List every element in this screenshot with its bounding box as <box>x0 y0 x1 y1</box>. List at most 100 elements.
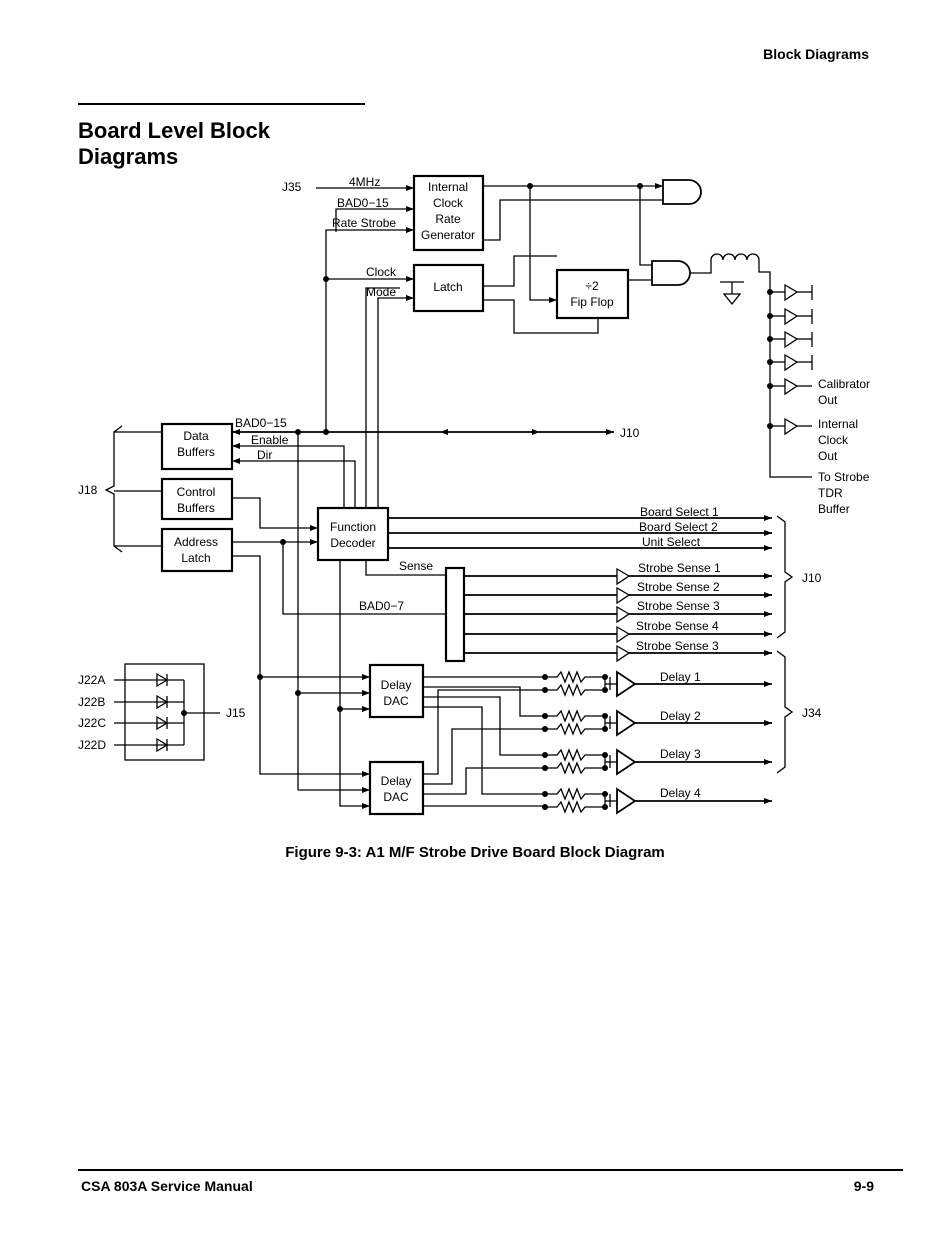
icg-label-2: Clock <box>433 196 464 210</box>
strobe-sense-1-label: Strobe Sense 1 <box>638 561 721 575</box>
resistor <box>545 683 605 697</box>
delay-3-label: Delay 3 <box>660 747 701 761</box>
header-rule <box>78 103 365 105</box>
bad015-mid-label: BAD0−15 <box>235 416 287 430</box>
delay-4-label: Delay 4 <box>660 786 701 800</box>
icg-label-1: Internal <box>428 180 468 194</box>
junction-dot <box>542 765 548 771</box>
arrowhead <box>764 759 772 765</box>
section-title: Board Level Block Diagrams <box>78 118 270 169</box>
clock-section: J35 4MHz BAD0−15 Rate Strobe Internal Cl… <box>282 174 870 516</box>
j22a-label: J22A <box>78 673 105 687</box>
footer-rule <box>78 1169 903 1171</box>
j22b-label: J22B <box>78 695 105 709</box>
clock-label: Clock <box>366 265 397 279</box>
resistor <box>545 709 605 723</box>
calibrator-label-2: Out <box>818 393 838 407</box>
delay-dac-2-label-1: Delay <box>381 774 412 788</box>
4mhz-label: 4MHz <box>349 175 380 189</box>
figure-caption: Figure 9-3: A1 M/F Strobe Drive Board Bl… <box>285 844 665 861</box>
dir-label: Dir <box>257 448 272 462</box>
delay-dac-1-label-1: Delay <box>381 678 412 692</box>
resistor <box>545 722 605 736</box>
delay-dac-2-block <box>368 760 425 816</box>
icg-label-4: Generator <box>421 228 475 242</box>
resistor-networks <box>542 670 772 815</box>
j15-label: J15 <box>226 706 246 720</box>
delay-amplifier <box>616 748 637 776</box>
strobe-sense-lines <box>464 567 772 663</box>
calibrator-label-1: Calibrator <box>818 377 870 391</box>
arrowhead <box>764 681 772 687</box>
address-latch-block <box>160 527 234 573</box>
strobe-sense-2-label: Strobe Sense 2 <box>637 580 720 594</box>
junction-dot <box>542 713 548 719</box>
data-buffers-block <box>160 422 234 471</box>
j18-label: J18 <box>78 483 98 497</box>
resistor <box>545 787 605 801</box>
unit-select-label: Unit Select <box>642 535 701 549</box>
function-decoder-block <box>316 506 390 562</box>
mode-label: Mode <box>366 285 396 299</box>
resistor <box>545 761 605 775</box>
latch-block <box>412 263 485 313</box>
latch-label: Latch <box>433 280 462 294</box>
resistor <box>545 670 605 684</box>
footer-page-number: 9-9 <box>853 1178 874 1194</box>
address-latch-label-2: Latch <box>181 551 210 565</box>
junction-dot <box>542 674 548 680</box>
delay-1-label: Delay 1 <box>660 670 701 684</box>
decoder-label-2: Decoder <box>330 536 375 550</box>
bad07-label: BAD0−7 <box>359 599 404 613</box>
j34-label: J34 <box>802 706 822 720</box>
sense-label: Sense <box>399 559 433 573</box>
bad015-top-label: BAD0−15 <box>337 196 389 210</box>
data-buffers-label-1: Data <box>183 429 209 443</box>
delay-amplifier <box>616 709 637 737</box>
board-select-2-label: Board Select 2 <box>639 520 718 534</box>
delay-amplifier <box>616 787 637 815</box>
strobe-sense-5-label: Strobe Sense 3 <box>636 639 719 653</box>
flipflop-label-1: ÷2 <box>585 279 599 293</box>
j22d-label: J22D <box>78 738 106 752</box>
junction-dot <box>542 726 548 732</box>
rate-strobe-label: Rate Strobe <box>332 216 396 230</box>
junction-dot <box>542 791 548 797</box>
running-header: Block Diagrams <box>763 46 869 62</box>
icg-label-3: Rate <box>435 212 461 226</box>
strobe-sense-4-label: Strobe Sense 4 <box>636 619 719 633</box>
j22c-label: J22C <box>78 716 106 730</box>
junction-dot <box>542 752 548 758</box>
resistor <box>545 748 605 762</box>
internal-clock-block <box>412 174 485 252</box>
delay-dac-1-label-2: DAC <box>383 694 409 708</box>
internal-clock-out-3: Out <box>818 449 838 463</box>
resistor <box>545 800 605 814</box>
strobe-sense-register <box>444 566 466 663</box>
data-buffers-label-2: Buffers <box>177 445 215 459</box>
j35-label: J35 <box>282 180 302 194</box>
decoder-label-1: Function <box>330 520 376 534</box>
board-select-1-label: Board Select 1 <box>640 505 719 519</box>
address-latch-label-1: Address <box>174 535 218 549</box>
strobe-tdr-label-3: Buffer <box>818 502 850 516</box>
output-buffers <box>767 283 813 436</box>
control-buffers-label-2: Buffers <box>177 501 215 515</box>
control-buffers-label-1: Control <box>177 485 216 499</box>
diodes <box>114 672 220 753</box>
j22-diode-box <box>124 663 205 761</box>
strobe-tdr-label-2: TDR <box>818 486 843 500</box>
delay-amplifier <box>616 670 637 698</box>
and-gate-1 <box>662 179 702 205</box>
arrowhead <box>764 720 772 726</box>
delay-dac-1-block <box>368 663 425 719</box>
j10-top-label: J10 <box>620 426 640 440</box>
strobe-sense-3-label: Strobe Sense 3 <box>637 599 720 613</box>
flipflop-label-2: Fip Flop <box>570 295 614 309</box>
enable-label: Enable <box>251 433 289 447</box>
ground-symbol <box>722 293 742 306</box>
j10-right-label: J10 <box>802 571 822 585</box>
internal-clock-out-1: Internal <box>818 417 858 431</box>
